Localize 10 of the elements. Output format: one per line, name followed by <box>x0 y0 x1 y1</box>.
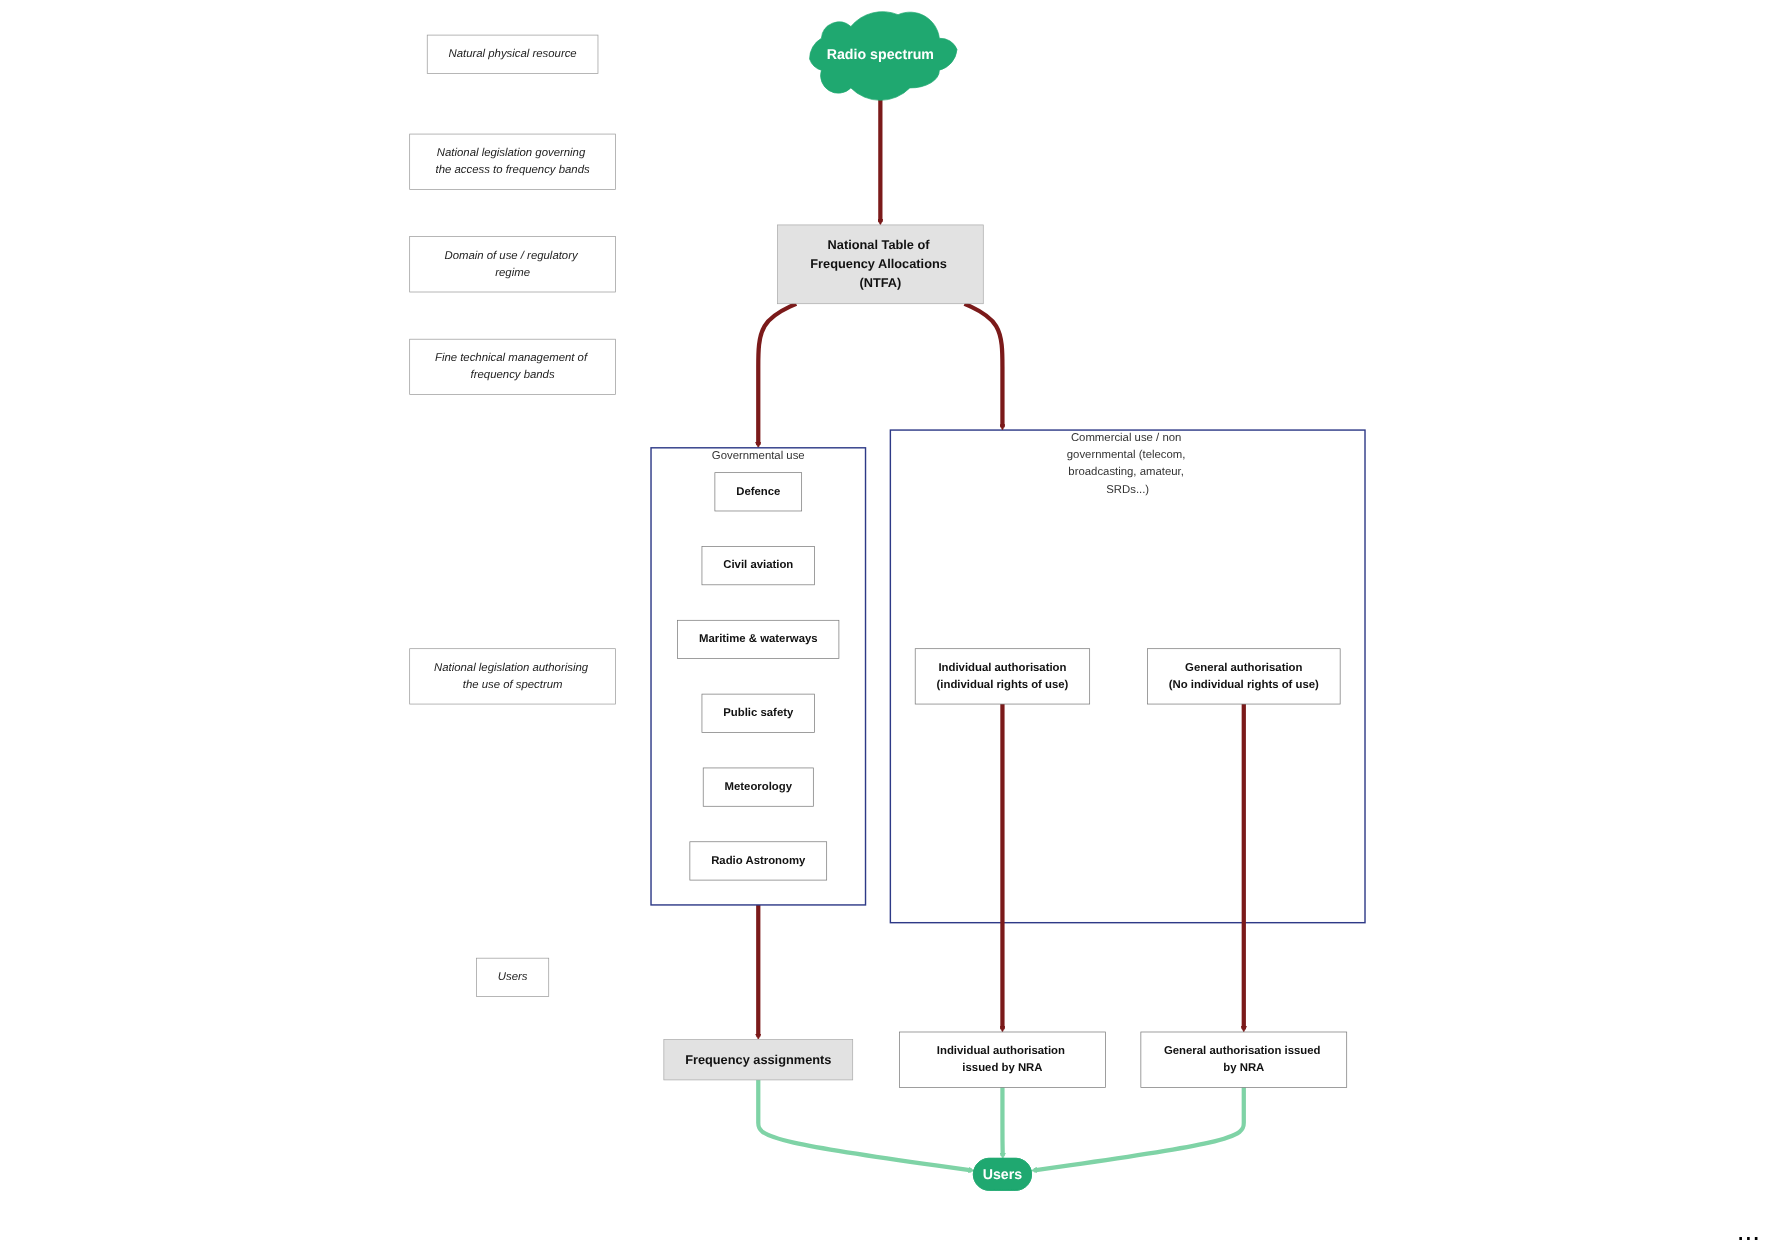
arrow <box>1241 703 1248 1032</box>
ellipsis-note: ... <box>1736 1214 1760 1246</box>
arrow <box>1031 1086 1247 1172</box>
arrow <box>1000 1086 1007 1158</box>
arrow <box>877 97 885 225</box>
arrow <box>755 903 763 1039</box>
arrow <box>999 703 1007 1032</box>
arrow <box>755 300 798 448</box>
arrow <box>756 1078 976 1173</box>
arrow <box>964 300 1007 430</box>
